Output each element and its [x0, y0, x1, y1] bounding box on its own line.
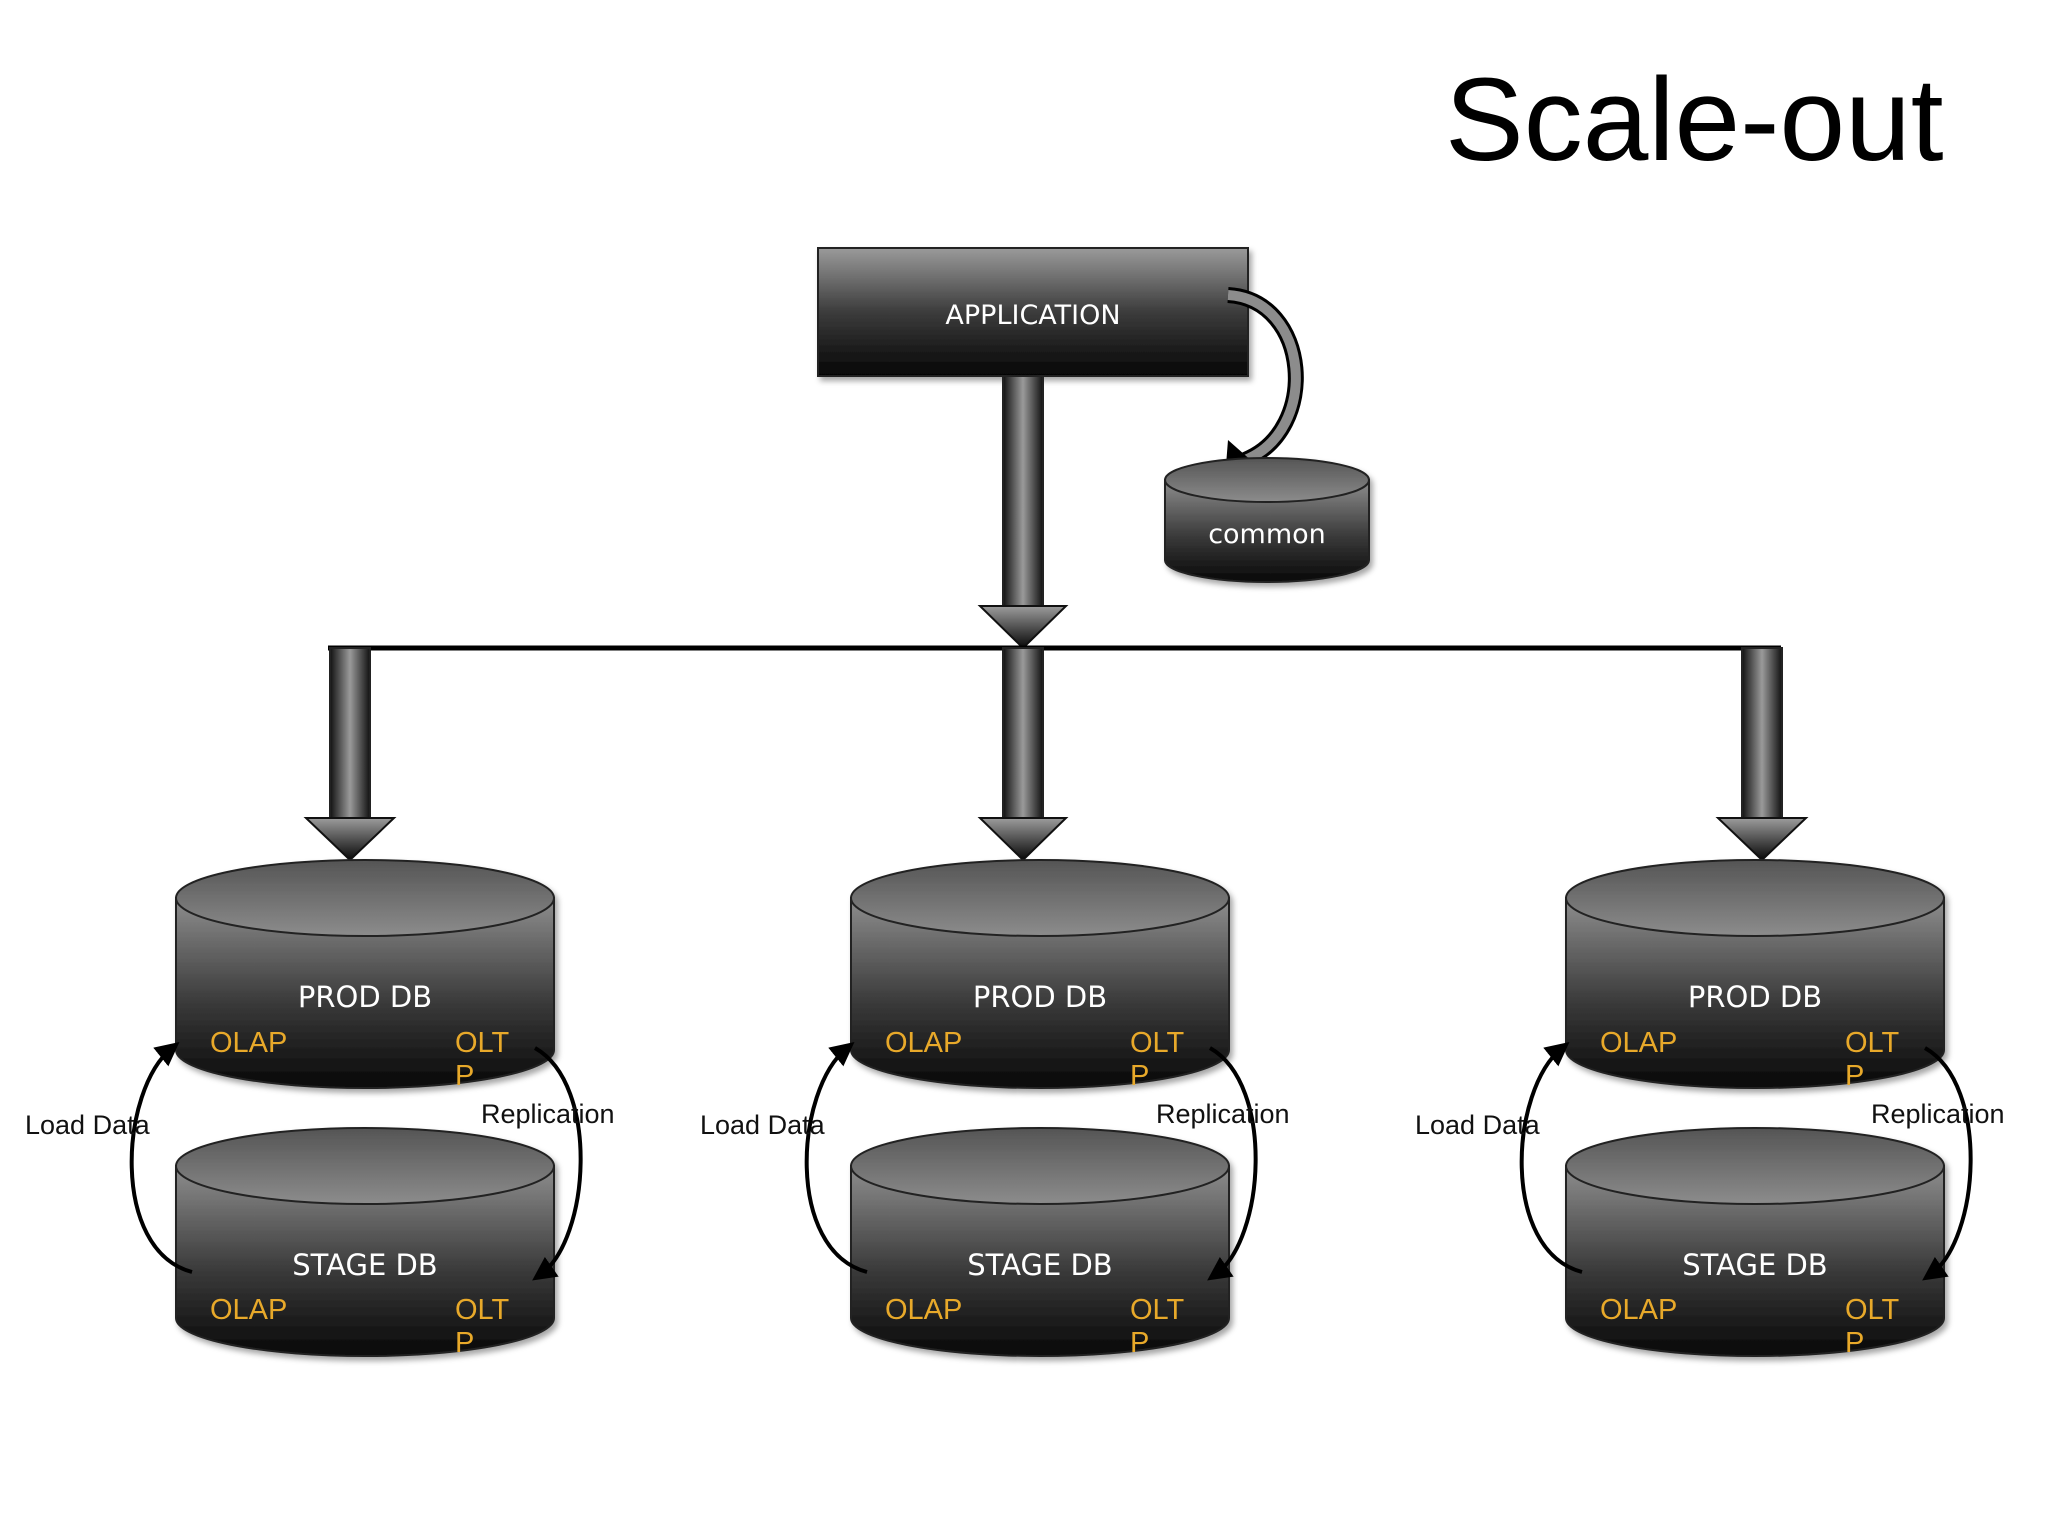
prod-olap-tag: OLAP: [1600, 1027, 1677, 1059]
load-data-label: Load Data: [25, 1110, 151, 1140]
stage-db-label: STAGE DB: [1682, 1248, 1827, 1282]
cluster-2: PROD DB OLAP OLT P STAGE DB OLAP OLT P L…: [700, 859, 1290, 1359]
prod-db: [175, 859, 555, 1089]
replication-label: Replication: [481, 1099, 615, 1129]
common-db: common: [1164, 457, 1370, 583]
load-data-arrow: [804, 1041, 868, 1274]
stage-oltp-tag-line1: OLT: [455, 1294, 510, 1326]
application-down-arrow: [977, 375, 1069, 650]
prod-oltp-tag-line2: P: [1845, 1060, 1864, 1092]
stage-oltp-tag-line1: OLT: [1130, 1294, 1185, 1326]
stage-olap-tag: OLAP: [1600, 1294, 1677, 1326]
common-label: common: [1208, 519, 1326, 550]
prod-db: [850, 859, 1230, 1089]
stage-olap-tag: OLAP: [210, 1294, 287, 1326]
bus-arrow-3: [1715, 647, 1809, 862]
stage-db: [175, 1127, 555, 1357]
stage-oltp-tag-line2: P: [1845, 1327, 1864, 1359]
stage-oltp-tag-line1: OLT: [1845, 1294, 1900, 1326]
bus-arrow-1: [303, 647, 397, 862]
stage-db-label: STAGE DB: [292, 1248, 437, 1282]
slide-title: Scale-out: [1445, 54, 1944, 186]
stage-db: [1565, 1127, 1945, 1357]
replication-label: Replication: [1156, 1099, 1290, 1129]
stage-db: [850, 1127, 1230, 1357]
bus-arrow-2: [977, 647, 1069, 862]
replication-arrow: [1207, 1046, 1258, 1281]
prod-db-label: PROD DB: [973, 980, 1107, 1014]
prod-oltp-tag-line1: OLT: [1845, 1027, 1900, 1059]
prod-db-label: PROD DB: [1688, 980, 1822, 1014]
stage-db-label: STAGE DB: [967, 1248, 1112, 1282]
stage-oltp-tag-line2: P: [1130, 1327, 1149, 1359]
load-data-label: Load Data: [700, 1110, 826, 1140]
cluster-3: PROD DB OLAP OLT P STAGE DB OLAP OLT P L…: [1415, 859, 2005, 1359]
load-data-label: Load Data: [1415, 1110, 1541, 1140]
prod-oltp-tag-line2: P: [1130, 1060, 1149, 1092]
application-label: APPLICATION: [945, 300, 1120, 331]
prod-db-label: PROD DB: [298, 980, 432, 1014]
prod-olap-tag: OLAP: [210, 1027, 287, 1059]
replication-arrow: [1922, 1046, 1973, 1281]
replication-label: Replication: [1871, 1099, 2005, 1129]
load-data-arrow: [129, 1041, 193, 1274]
stage-oltp-tag-line2: P: [455, 1327, 474, 1359]
prod-db: [1565, 859, 1945, 1089]
prod-oltp-tag-line1: OLT: [455, 1027, 510, 1059]
load-data-arrow: [1519, 1041, 1583, 1274]
prod-oltp-tag-line1: OLT: [1130, 1027, 1185, 1059]
replication-arrow: [532, 1046, 583, 1281]
prod-olap-tag: OLAP: [885, 1027, 962, 1059]
prod-oltp-tag-line2: P: [455, 1060, 474, 1092]
cluster-1: PROD DB OLAP OLT P STAGE DB OLAP OLT P L…: [25, 859, 615, 1359]
application-box: APPLICATION: [817, 247, 1249, 377]
stage-olap-tag: OLAP: [885, 1294, 962, 1326]
